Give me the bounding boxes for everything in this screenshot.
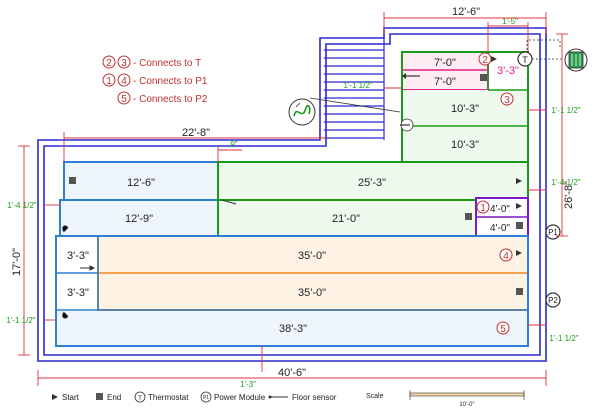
dim-left-offset: 1'-4 1/2" bbox=[7, 201, 36, 210]
connection-lines bbox=[526, 39, 564, 60]
zone-circle-5: 5 bbox=[500, 324, 506, 335]
key-end: End bbox=[107, 393, 121, 402]
loop-label-pink-top: 7'-0" bbox=[434, 57, 456, 69]
key-floor-sensor: Floor sensor bbox=[292, 393, 337, 402]
sensor-tip bbox=[400, 118, 414, 132]
legend-row-t: 2 3 - Connects to T bbox=[102, 55, 201, 69]
thermostat-marker-label: T bbox=[522, 55, 528, 65]
connection-legend: 2 3 - Connects to T 1 4 - Connects to P1… bbox=[102, 55, 208, 105]
end-marker bbox=[516, 222, 523, 229]
electrical-panel-icon bbox=[564, 48, 588, 72]
loop-label-z1-right: 25'-3" bbox=[358, 177, 386, 189]
loop-arrows bbox=[62, 199, 237, 319]
start-marker bbox=[516, 178, 522, 184]
zone-circles: 2 3 1 4 5 bbox=[476, 52, 514, 335]
power-module-key-symbol: P1 bbox=[203, 395, 209, 401]
floor-sensor-symbol bbox=[288, 97, 401, 126]
zone-circle-3: 3 bbox=[504, 95, 510, 106]
loop-blue-1 bbox=[63, 161, 219, 201]
dim-top-right-small: 1'-5" bbox=[502, 17, 518, 26]
loop-label-z2-right: 21'-0" bbox=[332, 213, 360, 225]
legend-text-p2: - Connects to P2 bbox=[133, 94, 208, 105]
dim-bottom-offset: 1'-3" bbox=[240, 380, 256, 389]
legend-row-p2: 5 - Connects to P2 bbox=[117, 91, 208, 105]
loop-label-purple-bottom: 4'-0" bbox=[490, 223, 510, 234]
key-power-module: Power Module bbox=[214, 393, 266, 402]
end-marker bbox=[69, 177, 76, 184]
loop-label-blue-bottom: 38'-3" bbox=[279, 323, 307, 335]
zone-circle-4: 4 bbox=[503, 251, 509, 262]
loop-green-1 bbox=[217, 161, 529, 201]
legend-circle-5: 5 bbox=[121, 94, 127, 105]
loop-labels: 7'-0" 7'-0" 3'-3" 10'-3" 10'-3" 12'-6" 2… bbox=[67, 57, 519, 335]
thermostat-key-icon bbox=[134, 391, 146, 403]
power-module-p2-label: P2 bbox=[548, 296, 558, 305]
loop-label-z1-left: 12'-6" bbox=[127, 177, 155, 189]
symbol-key: Start End T Thermostat P1 Power Module F… bbox=[52, 391, 337, 403]
end-key-icon bbox=[96, 393, 103, 400]
end-marker bbox=[516, 288, 523, 295]
dim-right-offset-mid: 1'-4 1/2" bbox=[551, 178, 580, 187]
end-marker bbox=[480, 74, 487, 81]
dimension-labels: 12'-6" 1'-5" 22'-8" 9" 1'-1 1/2" 1'-1 1/… bbox=[6, 6, 580, 389]
legend-text-p1: - Connects to P1 bbox=[133, 76, 208, 87]
loop-label-orange-small-top: 3'-3" bbox=[67, 250, 89, 262]
loop-label-orange-top: 35'-0" bbox=[298, 250, 326, 262]
loop-label-small-right: 3'-3" bbox=[497, 65, 519, 77]
end-markers bbox=[69, 74, 523, 295]
start-markers bbox=[491, 56, 522, 256]
dim-top-width: 12'-6" bbox=[452, 6, 480, 18]
room-outline bbox=[37, 27, 547, 362]
key-start: Start bbox=[62, 393, 80, 402]
scale-value: 10'-0" bbox=[459, 402, 474, 408]
dim-right-bottom-offset: 1'-1 1/2" bbox=[549, 334, 578, 343]
start-marker bbox=[516, 250, 522, 256]
loop-label-purple-top: 4'-0" bbox=[490, 204, 510, 215]
power-module-p1: P1 bbox=[545, 224, 561, 240]
loop-zone5 bbox=[55, 235, 529, 347]
loop-label-pink-bottom: 7'-0" bbox=[434, 76, 456, 88]
dim-left-height: 17'-0" bbox=[11, 248, 23, 276]
thermostat-marker: T bbox=[517, 51, 533, 67]
legend-row-p1: 1 4 - Connects to P1 bbox=[102, 73, 208, 87]
dim-9-inch: 9" bbox=[230, 140, 237, 149]
dim-right-offset-top: 1'-1 1/2" bbox=[551, 106, 580, 115]
power-module-key-icon bbox=[200, 391, 212, 403]
start-marker bbox=[491, 56, 497, 62]
dim-right-height: 26'-8" bbox=[563, 181, 575, 209]
loop-label-z2-left: 12'-9" bbox=[125, 213, 153, 225]
loop-label-orange-bottom: 35'-0" bbox=[298, 287, 326, 299]
loop-blue-2 bbox=[59, 199, 219, 237]
dim-stair-offset: 1'-1 1/2" bbox=[343, 81, 372, 90]
dim-left-overall: 22'-8" bbox=[182, 127, 210, 139]
dimension-lines bbox=[18, 12, 568, 386]
loop-label-z3-bottom: 10'-3" bbox=[451, 139, 479, 151]
zone-circle-2: 2 bbox=[482, 55, 488, 66]
end-marker bbox=[465, 213, 472, 220]
power-module-p2: P2 bbox=[545, 292, 561, 308]
legend-circle-2: 2 bbox=[106, 58, 112, 69]
thermostat-key-symbol: T bbox=[138, 396, 142, 402]
loop-label-z3-top: 10'-3" bbox=[451, 103, 479, 115]
key-thermostat: Thermostat bbox=[148, 393, 189, 402]
legend-circle-1: 1 bbox=[106, 76, 112, 87]
start-key-icon bbox=[52, 394, 58, 400]
power-module-p1-label: P1 bbox=[548, 228, 558, 237]
loop-orange bbox=[97, 235, 529, 311]
pink-arrow bbox=[402, 73, 420, 79]
scale-label: Scale bbox=[366, 393, 384, 400]
dim-bottom-width: 40'-6" bbox=[278, 367, 306, 379]
zone-circle-1: 1 bbox=[480, 203, 486, 214]
legend-circle-3: 3 bbox=[121, 58, 127, 69]
scale-bar: Scale 10'-0" bbox=[366, 390, 525, 408]
legend-circle-4: 4 bbox=[121, 76, 127, 87]
stairs bbox=[324, 38, 385, 140]
start-marker bbox=[516, 203, 522, 209]
loop-label-orange-small-bottom: 3'-3" bbox=[67, 287, 89, 299]
dim-left-bottom-offset: 1'-1 1/2" bbox=[6, 316, 35, 325]
legend-text-t: - Connects to T bbox=[133, 58, 201, 69]
